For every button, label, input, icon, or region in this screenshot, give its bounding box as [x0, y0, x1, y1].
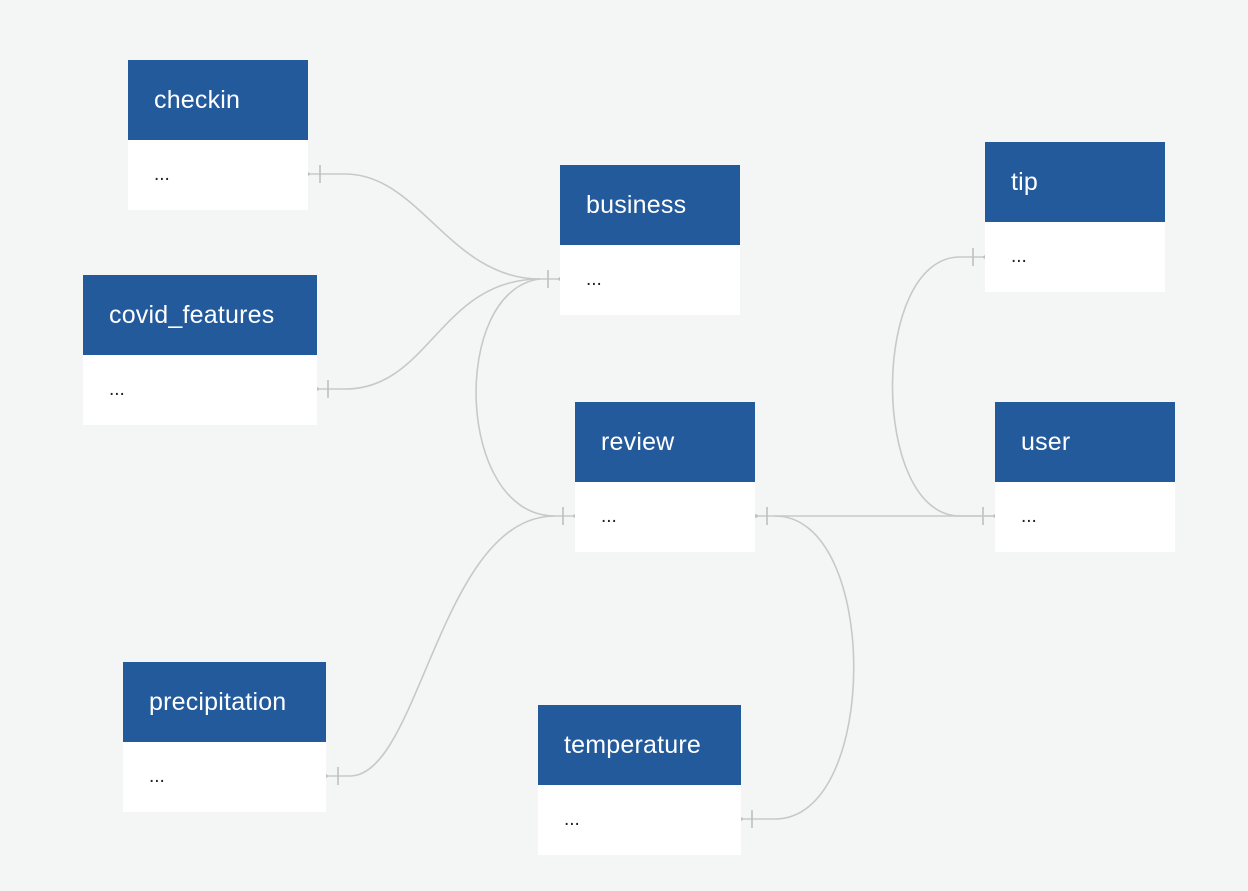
entity-checkin[interactable]: checkin ...	[128, 60, 308, 210]
edge-checkin-business	[308, 165, 560, 288]
entity-header: business	[560, 165, 740, 245]
entity-business[interactable]: business ...	[560, 165, 740, 315]
entity-header: review	[575, 402, 755, 482]
entity-covid-features[interactable]: covid_features ...	[83, 275, 317, 425]
entity-temperature[interactable]: temperature ...	[538, 705, 741, 855]
entity-fields: ...	[575, 482, 755, 552]
edge-covid-business	[317, 278, 541, 398]
entity-header: checkin	[128, 60, 308, 140]
edge-precipitation-review	[326, 515, 556, 785]
edge-tip-user	[891, 248, 995, 517]
entity-fields: ...	[560, 245, 740, 315]
entity-fields: ...	[123, 742, 326, 812]
edge-review-user	[756, 507, 995, 525]
entity-precipitation[interactable]: precipitation ...	[123, 662, 326, 812]
entity-user[interactable]: user ...	[995, 402, 1175, 552]
entity-review[interactable]: review ...	[575, 402, 755, 552]
entity-header: tip	[985, 142, 1165, 222]
entity-header: temperature	[538, 705, 741, 785]
entity-fields: ...	[83, 355, 317, 425]
edge-business-review	[475, 278, 575, 525]
entity-header: precipitation	[123, 662, 326, 742]
edge-temperature-review	[741, 515, 855, 828]
entity-fields: ...	[128, 140, 308, 210]
entity-header: covid_features	[83, 275, 317, 355]
entity-header: user	[995, 402, 1175, 482]
entity-fields: ...	[985, 222, 1165, 292]
entity-fields: ...	[538, 785, 741, 855]
entity-tip[interactable]: tip ...	[985, 142, 1165, 292]
entity-fields: ...	[995, 482, 1175, 552]
